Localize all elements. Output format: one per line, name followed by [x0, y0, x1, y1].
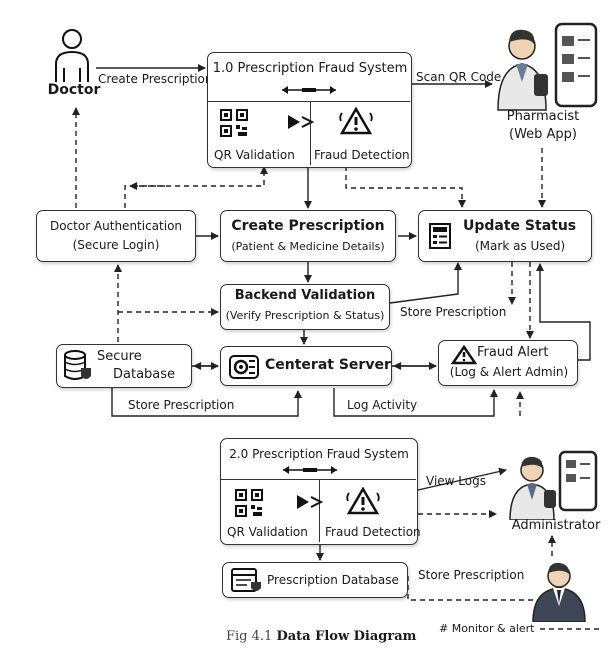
flow-label-store-prescription-db: Store Prescription [418, 568, 525, 582]
doctor-icon [55, 29, 89, 82]
alarm-bell-icon [339, 106, 373, 135]
doctor-auth-sub: (Secure Login) [72, 238, 160, 252]
flow-label-monitor-alert: # Monitor & alert [439, 622, 535, 635]
fraud-alert-title: Fraud Alert [477, 345, 549, 360]
database-shield-icon [64, 350, 91, 380]
central-server-title: Centerat Server [265, 357, 391, 373]
qr-code-icon [220, 109, 248, 137]
system1-box: 1.0 Prescription Fraud System QR Validat… [207, 52, 412, 168]
backend-validation-box: Backend Validation (Verify Prescription … [220, 284, 390, 330]
secure-db-line1: Secure [97, 349, 142, 364]
flow-system1-update [345, 166, 466, 208]
backend-validation-title: Backend Validation [234, 288, 376, 303]
doctor-label: Doctor [47, 82, 101, 98]
system1-title: 1.0 Prescription Fraud System [212, 61, 408, 76]
system1-divider-v [310, 101, 311, 165]
figure-caption: Fig 4.1 Data Flow Diagram [226, 629, 416, 644]
system2-qr-label: QR Validation [227, 525, 308, 539]
pharmacist-label: Pharmacist [506, 109, 580, 124]
secure-db-line2: Database [113, 367, 176, 382]
flow-label-store-prescription: Store Prescription [400, 305, 507, 319]
update-status-box: Update Status (Mark as Used) [418, 210, 592, 262]
alarm-bell-icon-2 [346, 486, 380, 515]
flow-auth-system1 [124, 166, 268, 208]
create-prescription-title: Create Prescription [231, 218, 385, 234]
server-gear-icon [229, 355, 259, 379]
system2-box: 2.0 Prescription Fraud System QR Validat… [220, 438, 421, 545]
update-status-sub: (Mark as Used) [475, 239, 566, 253]
prescription-database-title: Prescription Database [267, 573, 399, 587]
flow-label-log-activity: Log Activity [347, 398, 418, 412]
create-prescription-box: Create Prescription (Patient & Medicine … [220, 210, 396, 262]
system2-divider [221, 479, 416, 480]
monitor-person-icon [532, 562, 586, 622]
doctor-auth-title: Doctor Authentication [49, 219, 183, 233]
qr-code-icon-2 [235, 489, 263, 517]
administrator-icon [509, 450, 598, 520]
system2-fraud-label: Fraud Detection [325, 525, 421, 539]
create-prescription-sub: (Patient & Medicine Details) [231, 240, 385, 253]
secure-database-box: Secure Database [56, 344, 192, 388]
fraud-alert-box: Fraud Alert (Log & Alert Admin) [438, 340, 578, 386]
play-forward-icon-2 [297, 495, 324, 509]
backend-validation-sub: (Verify Prescription & Status) [225, 309, 385, 322]
system1-qr-label: QR Validation [214, 148, 295, 162]
flow-label-scan-qr: Scan QR Code [416, 70, 502, 84]
doctor-authentication-box: Doctor Authentication (Secure Login) [36, 210, 196, 262]
pharmacist-sub-label: (Web App) [508, 127, 578, 142]
update-status-title: Update Status [463, 218, 577, 234]
system2-divider-v [319, 479, 320, 542]
flow-label-view-logs: View Logs [426, 474, 486, 488]
fraud-alert-sub: (Log & Alert Admin) [449, 365, 569, 379]
caption-title: Data Flow Diagram [276, 629, 417, 644]
document-list-icon [429, 223, 451, 249]
flow-label-store-prescription-bottom: Store Prescription [128, 398, 235, 412]
system2-title: 2.0 Prescription Fraud System [229, 447, 409, 461]
central-server-box: Centerat Server [220, 346, 392, 386]
prescription-database-box: Prescription Database [222, 562, 408, 598]
caption-prefix: Fig 4.1 [226, 629, 273, 644]
pharmacist-icon [497, 22, 598, 111]
play-forward-icon [288, 115, 315, 129]
swap-arrows-icon-2 [283, 466, 337, 474]
flow-backend-update [389, 262, 462, 304]
swap-arrows-icon [282, 86, 336, 94]
system1-fraud-label: Fraud Detection [314, 148, 410, 162]
flow-label-create-prescription: Create Prescription [98, 72, 213, 86]
system1-divider [208, 101, 410, 102]
administrator-label: Administrator [511, 518, 601, 533]
warning-icon [451, 345, 477, 365]
database-table-icon [231, 568, 261, 592]
